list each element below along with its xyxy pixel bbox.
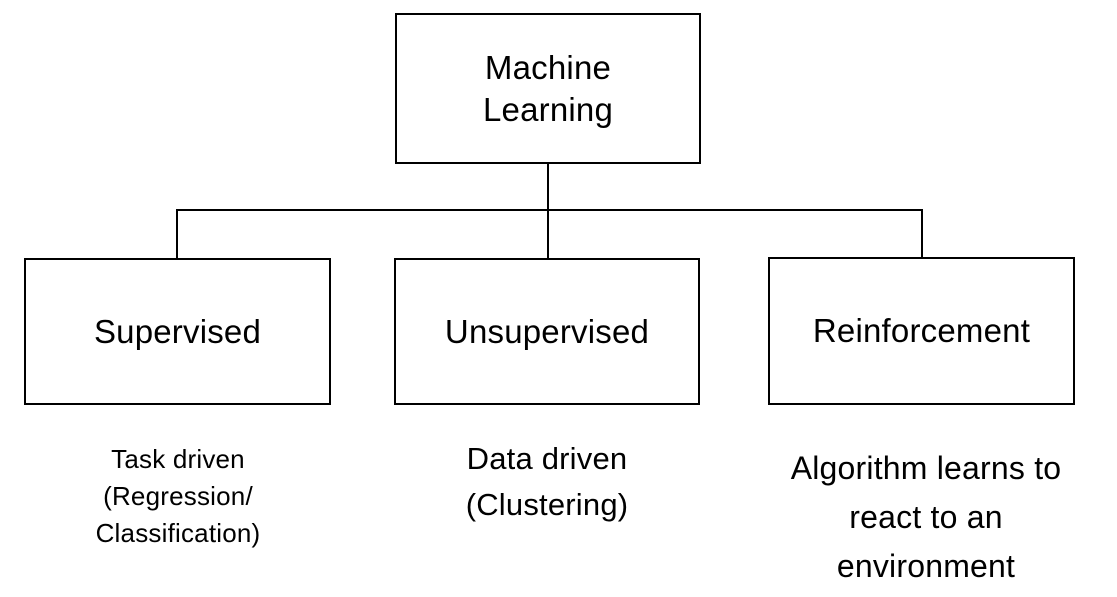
node-reinforcement-label: Reinforcement	[812, 312, 1031, 349]
caption-supervised: Task driven (Regression/ Classification)	[95, 444, 261, 548]
node-supervised: Supervised	[24, 258, 331, 405]
caption-unsupervised: Data driven (Clustering)	[465, 441, 629, 522]
connector-drop-unsupervised	[547, 209, 549, 258]
connector-root-stem	[547, 164, 549, 210]
node-machine-learning-label: Machine Learning	[482, 48, 614, 128]
connector-drop-supervised	[176, 209, 178, 258]
node-supervised-label: Supervised	[93, 312, 262, 350]
connector-horizontal-rail	[176, 209, 923, 211]
caption-reinforcement: Algorithm learns to react to an environm…	[790, 450, 1062, 584]
node-reinforcement: Reinforcement	[768, 257, 1075, 405]
node-machine-learning: Machine Learning	[395, 13, 701, 164]
node-unsupervised-label: Unsupervised	[444, 312, 650, 350]
node-unsupervised: Unsupervised	[394, 258, 700, 405]
connector-drop-reinforcement	[921, 209, 923, 257]
